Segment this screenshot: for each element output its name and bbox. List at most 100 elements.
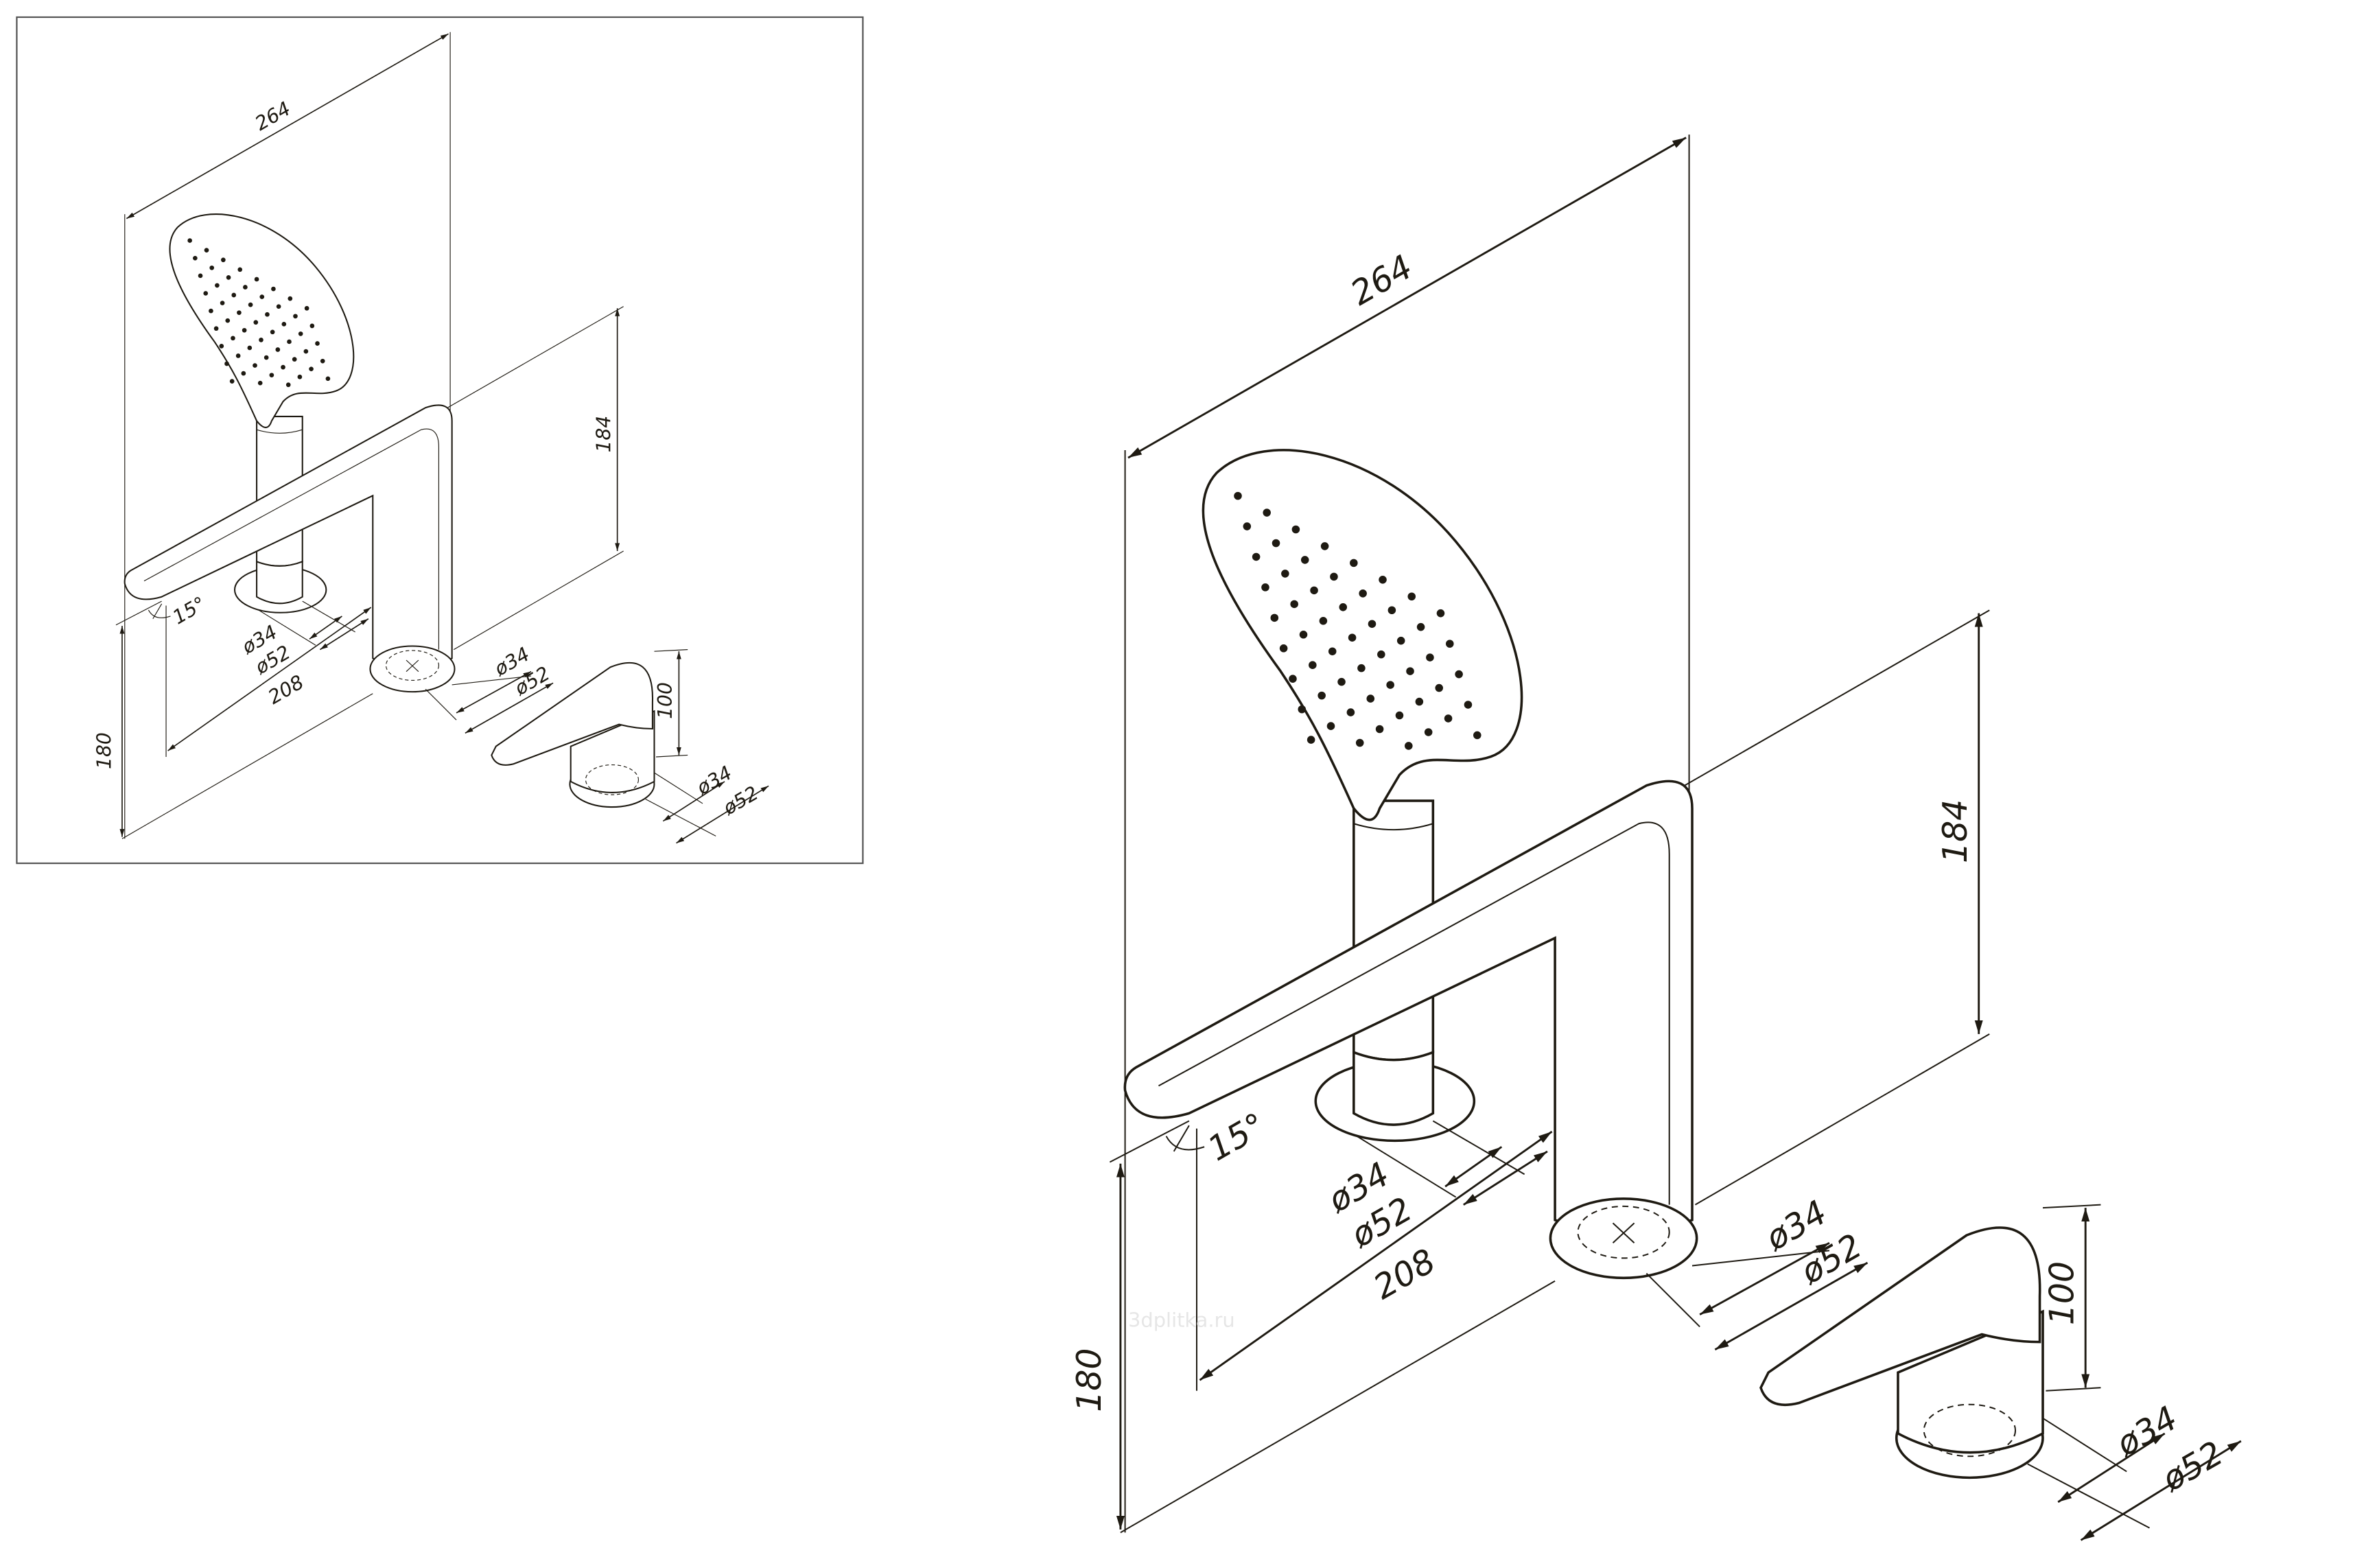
nozzle-dot xyxy=(229,379,235,384)
extension-line xyxy=(1694,1033,1990,1206)
nozzle-dot xyxy=(1377,650,1385,659)
nozzle-dot xyxy=(1300,556,1309,564)
nozzle-dot xyxy=(1415,697,1424,706)
nozzle-dot xyxy=(1406,667,1414,675)
extension-line xyxy=(425,688,457,721)
nozzle-dot xyxy=(275,347,281,352)
nozzle-dot xyxy=(241,371,246,376)
nozzle-dot xyxy=(263,355,269,360)
nozzle-dot xyxy=(269,373,274,377)
nozzle-dot xyxy=(1416,622,1425,631)
nozzle-dot xyxy=(288,296,293,301)
nozzle-dot xyxy=(1272,539,1280,548)
extension-line xyxy=(645,799,716,836)
nozzle-dot xyxy=(1298,705,1307,714)
dimension-label-lever-base-outer: ø52 xyxy=(2155,1434,2229,1499)
nozzle-dot xyxy=(1424,728,1433,736)
lever-base-hole xyxy=(1923,1403,2017,1458)
nozzle-dot xyxy=(309,323,315,329)
nozzle-dot xyxy=(1320,542,1329,550)
dimension-label-height-spout: 184 xyxy=(1936,799,1975,863)
nozzle-dot xyxy=(224,361,229,366)
nozzle-dot xyxy=(1299,631,1308,639)
extension-line xyxy=(656,754,688,758)
nozzle-dot xyxy=(325,376,331,382)
dimension-spout-base-52 xyxy=(1714,1261,1869,1350)
dimension-label-angle: 15° xyxy=(169,592,210,629)
shower-head xyxy=(169,213,355,428)
dimension-width-264 xyxy=(1127,137,1687,459)
nozzle-dot xyxy=(1455,670,1463,679)
extension-line xyxy=(2027,1463,2150,1529)
dimension-lever-base-52 xyxy=(676,785,769,844)
spout-edge xyxy=(143,428,440,650)
nozzle-dot xyxy=(203,291,209,296)
nozzle-dot xyxy=(271,286,276,292)
dimension-label-lever-height: 100 xyxy=(2042,1261,2081,1325)
nozzle-dot xyxy=(219,344,224,349)
extension-line xyxy=(654,649,688,652)
nozzle-dot xyxy=(1310,586,1318,595)
extension-line xyxy=(453,550,624,651)
nozzle-dot xyxy=(1289,675,1297,683)
spout-edge xyxy=(1158,821,1670,1205)
nozzle-dot xyxy=(242,327,247,333)
nozzle-dot xyxy=(270,329,275,335)
nozzle-dot xyxy=(1396,636,1405,645)
dimension-shower-base-34 xyxy=(309,616,342,640)
nozzle-dot xyxy=(1375,725,1384,734)
nozzle-dot xyxy=(1407,592,1416,601)
nozzle-dot xyxy=(1330,572,1338,581)
nozzle-dot xyxy=(254,277,259,282)
nozzle-dot xyxy=(259,338,263,342)
center-cross-icon xyxy=(406,659,419,672)
nozzle-dot xyxy=(1307,736,1315,744)
dimension-label-lever-base-outer: ø52 xyxy=(718,782,762,820)
nozzle-dot xyxy=(235,353,241,358)
nozzle-dot xyxy=(285,382,291,388)
nozzle-dot xyxy=(297,374,303,379)
nozzle-dot xyxy=(1252,552,1261,561)
handle-ring xyxy=(1353,823,1433,831)
nozzle-dot xyxy=(226,275,231,280)
nozzle-dot xyxy=(259,294,265,299)
nozzle-dot xyxy=(1317,691,1326,700)
extension-line xyxy=(2042,1417,2127,1473)
nozzle-dot xyxy=(1263,508,1271,517)
nozzle-dot xyxy=(281,321,287,327)
nozzle-dot xyxy=(281,364,285,370)
nozzle-dot xyxy=(298,331,303,336)
dimension-label-angle: 15° xyxy=(1202,1105,1273,1169)
nozzle-dot xyxy=(209,308,213,314)
nozzle-dot xyxy=(304,305,309,311)
lever-body xyxy=(570,710,655,793)
extension-line xyxy=(115,600,162,626)
lever-base-hole xyxy=(585,764,639,795)
nozzle-dot xyxy=(1395,711,1404,720)
nozzle-dot xyxy=(293,314,298,319)
nozzle-dot xyxy=(253,363,257,368)
nozzle-dot xyxy=(287,339,292,344)
dimension-spout-base-52 xyxy=(465,682,554,734)
angle-arc xyxy=(1165,1125,1205,1152)
spout-base-hole xyxy=(1577,1205,1670,1259)
nozzle-dot xyxy=(1281,570,1289,578)
watermark: 3dplitka.ru xyxy=(1128,1308,1235,1331)
dimension-width-264 xyxy=(126,33,449,220)
nozzle-dot xyxy=(1426,653,1434,662)
nozzle-dot xyxy=(247,345,253,351)
nozzle-dot xyxy=(248,302,253,307)
nozzle-dot xyxy=(187,238,192,243)
shower-holder xyxy=(1352,1050,1435,1126)
dimension-label-width-overall: 264 xyxy=(1344,247,1419,313)
nozzle-dot xyxy=(1261,583,1269,592)
shower-head xyxy=(1202,449,1523,821)
lever-handle xyxy=(491,662,653,766)
extension-line xyxy=(258,609,316,646)
nozzle-dot xyxy=(1234,491,1242,500)
spout-base-hole xyxy=(385,650,440,681)
dimension-shower-base-34 xyxy=(1444,1146,1503,1188)
nozzle-dot xyxy=(1328,647,1337,655)
